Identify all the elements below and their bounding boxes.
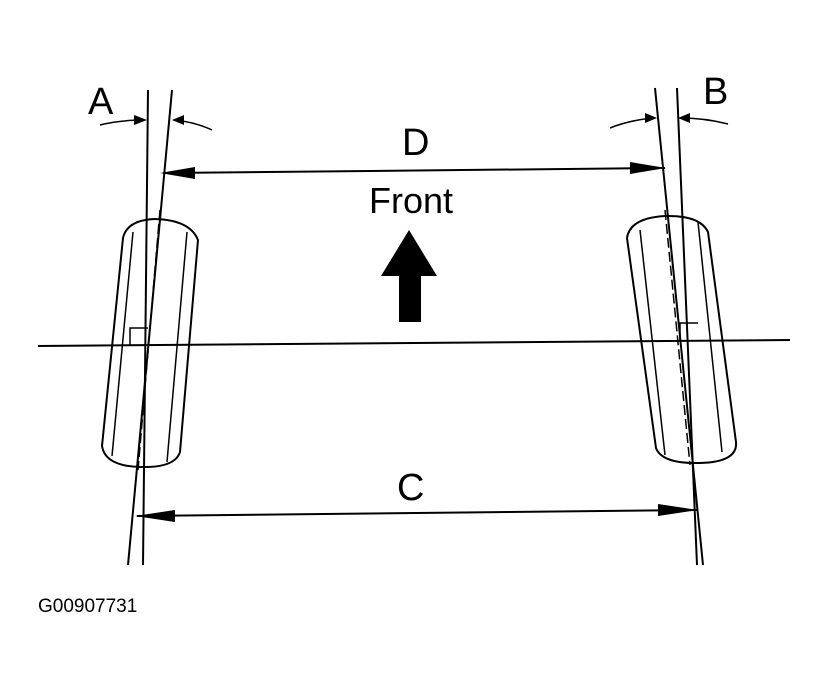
left-right-angle-mark <box>129 327 148 346</box>
figure-id: G00907731 <box>38 596 137 617</box>
dimension-c-arrow <box>135 504 698 522</box>
front-direction-arrow <box>381 230 437 322</box>
right-wheel-dash-centerline <box>664 209 691 466</box>
right-right-angle-mark <box>679 322 698 341</box>
dimension-d-arrow <box>160 162 666 179</box>
angle-b-indicator <box>609 113 729 129</box>
label-front: Front <box>369 180 453 221</box>
axle-line <box>37 339 791 347</box>
label-a: A <box>88 81 114 123</box>
right-wheel <box>625 214 738 465</box>
left-wheel-dash-centerline <box>137 209 161 471</box>
label-c: C <box>397 467 424 509</box>
label-b: B <box>703 71 728 113</box>
right-vertical-reference-line <box>676 87 698 566</box>
label-d: D <box>402 122 429 164</box>
angle-a-indicator <box>99 115 213 131</box>
left-wheel <box>100 217 200 469</box>
